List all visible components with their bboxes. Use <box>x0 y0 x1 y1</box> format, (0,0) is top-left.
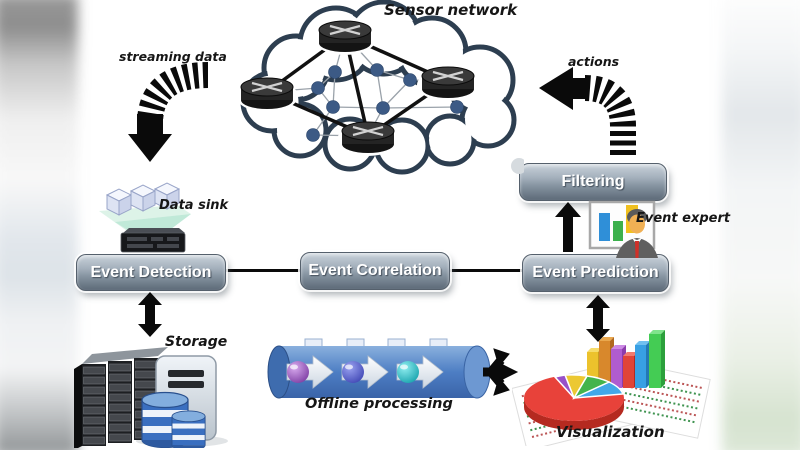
blurred-right-edge <box>722 0 800 450</box>
fork-arrow-icon <box>483 348 519 396</box>
streaming-data-label: streaming data <box>119 49 227 64</box>
connector-detection-correlation <box>220 269 304 272</box>
event-detection-node: Event Detection <box>76 254 226 291</box>
double-arrow-icon <box>138 292 162 337</box>
event-prediction-node: Event Prediction <box>522 254 669 292</box>
double-arrow-icon <box>586 295 610 342</box>
visualization-label: Visualization <box>556 423 665 441</box>
cube-icons <box>105 182 181 216</box>
data-sink-label: Data sink <box>159 198 229 213</box>
database-icon <box>171 410 206 448</box>
event-correlation-node: Event Correlation <box>300 252 450 290</box>
storage-label: Storage <box>165 334 228 350</box>
actions-arrow-icon <box>539 67 636 159</box>
storage-icon <box>74 347 228 448</box>
person-icon <box>616 209 658 258</box>
visualization-icon <box>512 330 711 446</box>
sensor-network-cloud-icon <box>234 0 524 175</box>
process-arrows <box>286 355 444 389</box>
cloud-puff <box>511 158 524 174</box>
event-expert-label: Event expert <box>636 211 731 226</box>
event-expert-icon <box>588 200 658 258</box>
bar-chart-3d-icon <box>587 330 665 388</box>
actions-label: actions <box>568 54 620 69</box>
sensor-dots <box>306 63 464 142</box>
streaming-data-arrow-icon <box>128 62 209 162</box>
offline-processing-icon <box>267 338 519 399</box>
filtering-node: Filtering <box>519 163 667 201</box>
collector-device-icon <box>120 228 186 253</box>
sensor-network-label: Sensor network <box>384 1 518 19</box>
blurred-left-edge <box>0 0 78 450</box>
connector-correlation-prediction <box>444 269 526 272</box>
up-arrow-icon <box>555 202 581 252</box>
pie-chart-3d-icon <box>524 374 625 430</box>
data-sink-icon <box>99 182 191 253</box>
server-rack-icon <box>74 347 168 448</box>
offline-processing-label: Offline processing <box>305 396 453 412</box>
